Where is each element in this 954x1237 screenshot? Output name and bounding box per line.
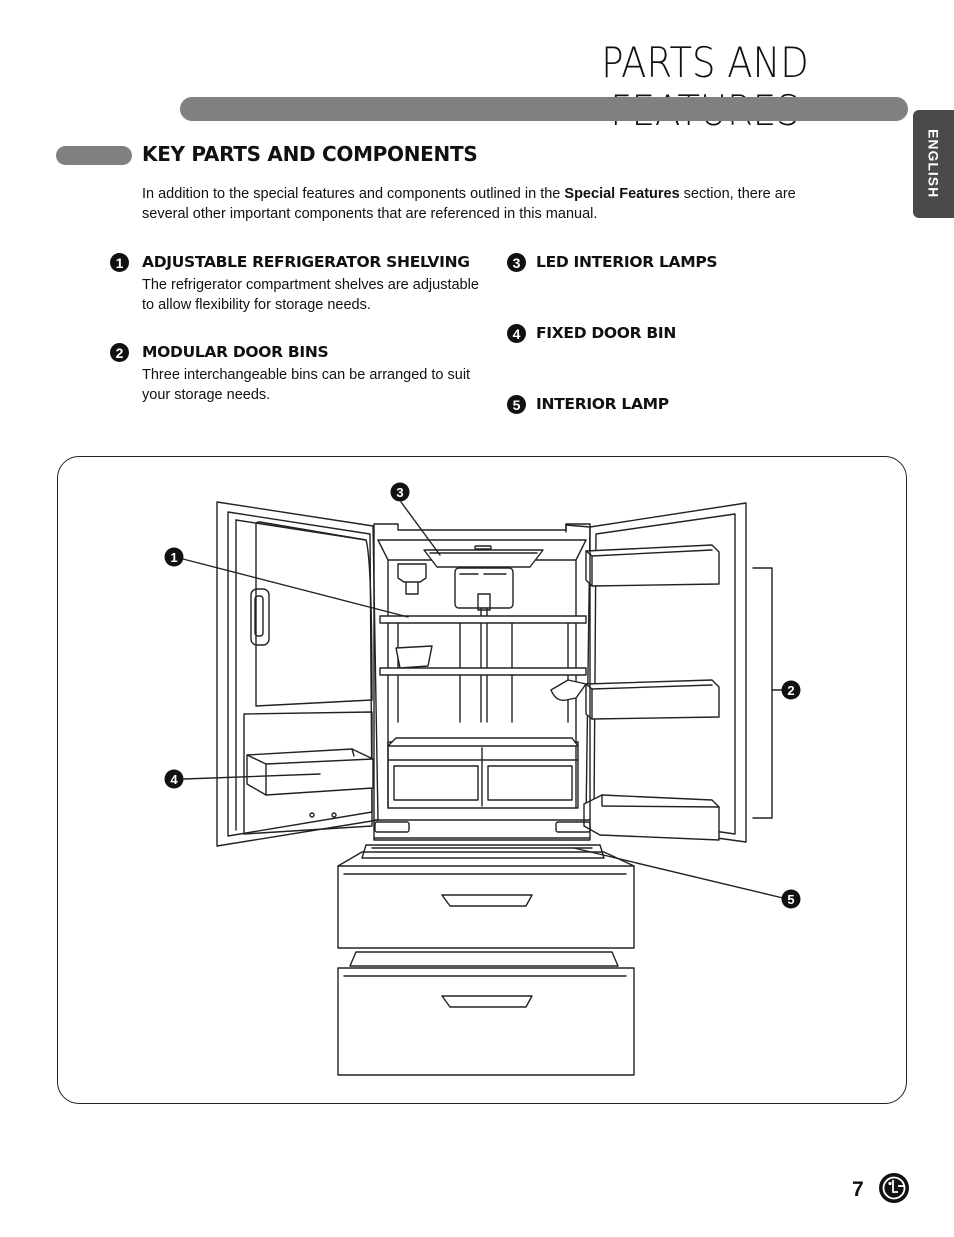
figure-frame	[57, 456, 907, 1104]
callout-badge-4: 4	[164, 769, 184, 789]
intro-paragraph: In addition to the special features and …	[142, 185, 802, 224]
item-description: The refrigerator compartment shelves are…	[142, 277, 479, 313]
language-tab[interactable]: ENGLISH	[913, 110, 954, 218]
callout-badge-1: 1	[164, 547, 184, 567]
title-bar	[180, 97, 908, 121]
callout-badge-2: 2	[781, 680, 801, 700]
callout-label: 1	[170, 550, 177, 565]
callout-badge-3: 3	[390, 482, 410, 502]
callout-label: 4	[170, 772, 178, 787]
callout-badge-5: 5	[781, 889, 801, 909]
section-heading: KEY PARTS AND COMPONENTS	[142, 142, 478, 166]
item-title: FIXED DOOR BIN	[536, 324, 677, 342]
callout-label: 5	[787, 892, 794, 907]
item-number-badge: 2	[110, 343, 129, 362]
item-number-badge: 5	[507, 395, 526, 414]
language-tab-label: ENGLISH	[925, 129, 942, 199]
item-title: INTERIOR LAMP	[536, 395, 669, 413]
item-number-badge: 1	[110, 253, 129, 272]
intro-text-start: In addition to the special features and …	[142, 186, 565, 202]
page-number: 7	[852, 1178, 864, 1201]
section-pill-decoration	[56, 146, 132, 165]
item-title: LED INTERIOR LAMPS	[536, 253, 718, 271]
item-number-badge: 4	[507, 324, 526, 343]
fridge-cabinet	[373, 523, 591, 841]
item-title: ADJUSTABLE REFRIGERATOR SHELVING	[142, 253, 470, 271]
intro-text-bold: Special Features	[564, 186, 680, 202]
left-door	[216, 501, 379, 847]
intro-text-end: section, there are several other importa…	[142, 186, 796, 222]
lg-logo-icon	[879, 1173, 909, 1203]
right-door	[565, 502, 747, 843]
item-title: MODULAR DOOR BINS	[142, 343, 329, 361]
item-number-badge: 3	[507, 253, 526, 272]
callout-label: 2	[787, 683, 794, 698]
callout-leaders	[182, 501, 784, 899]
freezer-drawers	[337, 844, 635, 1076]
item-description: Three interchangeable bins can be arrang…	[142, 367, 471, 403]
callout-label: 3	[396, 485, 403, 500]
